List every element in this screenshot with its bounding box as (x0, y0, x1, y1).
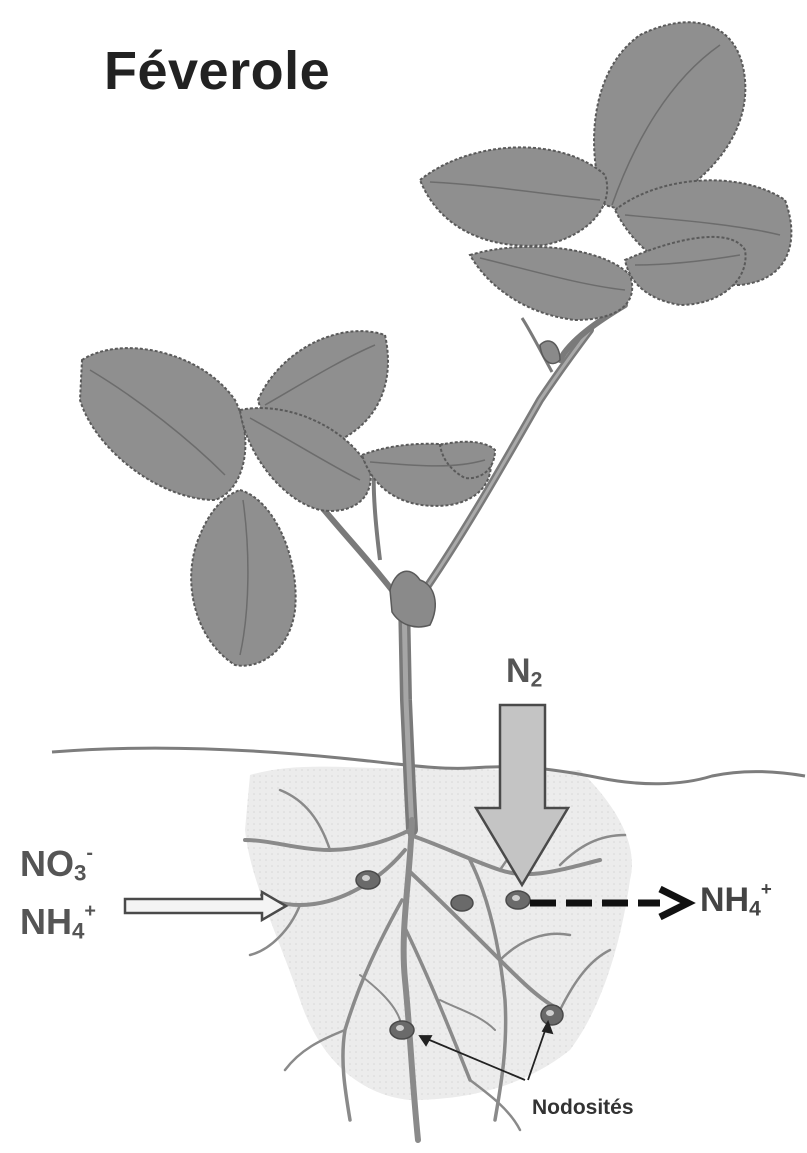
ammonium-left-label-sub: 4 (72, 919, 84, 944)
ammonium-right-label-base: NH (700, 881, 749, 919)
diagram-title: Féverole (104, 40, 330, 102)
ammonium-left-label-sup: + (84, 900, 96, 922)
nitrate-label: NO3- (20, 842, 93, 887)
ammonium-right-label: NH4+ (700, 878, 772, 922)
upper-leaflets (420, 22, 791, 320)
ammonium-right-label-sub: 4 (749, 898, 761, 921)
nitrate-label-sup: - (86, 842, 93, 864)
n2-label-base: N (506, 652, 531, 690)
nitrate-label-base: NO (20, 843, 74, 884)
n2-label: N2 (506, 652, 542, 693)
n2-label-sub: 2 (531, 669, 543, 692)
ammonium-right-label-sup: + (761, 878, 772, 899)
ammonium-left-label-base: NH (20, 901, 72, 942)
ammonium-left-label: NH4+ (20, 900, 96, 945)
nitrate-uptake-arrow (125, 892, 286, 920)
nodosites-label: Nodosités (532, 1096, 634, 1120)
nitrate-label-sub: 3 (74, 861, 86, 886)
